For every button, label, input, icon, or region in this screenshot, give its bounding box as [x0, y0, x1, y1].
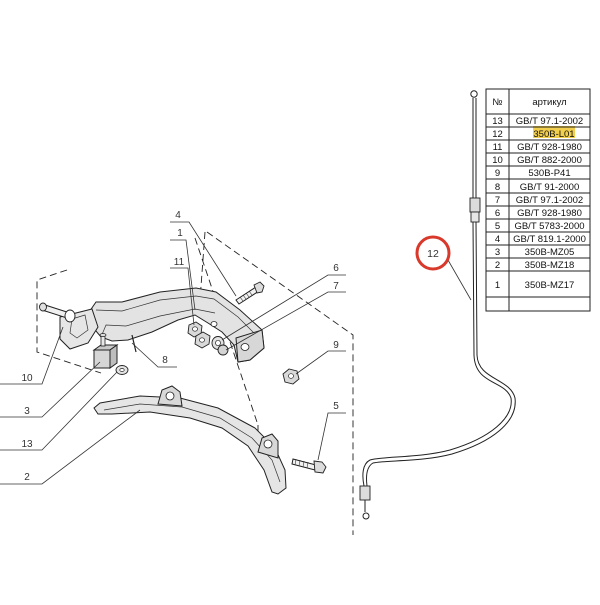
callout-11: 11 — [174, 257, 185, 268]
row-number: 11 — [493, 142, 503, 153]
leader-10 — [0, 326, 64, 385]
callout-10: 10 — [21, 373, 33, 384]
part-arc-shoe — [93, 385, 287, 495]
part-pin — [39, 302, 76, 323]
callout-2: 2 — [24, 472, 30, 483]
part-washers-right — [211, 336, 229, 356]
row-number: 2 — [495, 260, 500, 271]
row-article: GB/T 928-1980 — [517, 142, 582, 153]
leader-12 — [447, 259, 472, 301]
part-main-bracket — [59, 287, 265, 363]
callout-3: 3 — [24, 406, 30, 417]
part-bolt-lower — [291, 458, 327, 474]
row-number: 9 — [495, 168, 500, 179]
row-article: GB/T 97.1-2002 — [516, 195, 583, 206]
header-number: № — [492, 97, 502, 108]
row-number: 5 — [495, 221, 500, 232]
part-spring-pin — [131, 334, 137, 353]
row-number: 3 — [495, 247, 500, 258]
part-nut-9 — [282, 368, 300, 385]
row-number: 8 — [495, 182, 500, 193]
row-number: 4 — [495, 234, 500, 245]
row-article: GB/T 91-2000 — [520, 182, 580, 193]
row-article: GB/T 928-1980 — [517, 208, 582, 219]
leader-1 — [170, 239, 196, 311]
part-latch-block — [92, 333, 119, 369]
part-washer-left — [115, 365, 129, 375]
assembly-lines — [36, 231, 354, 535]
row-number: 1 — [495, 280, 500, 291]
row-article: GB/T 97.1-2002 — [516, 116, 583, 127]
row-article: 350B-MZ18 — [525, 260, 575, 271]
callout-7: 7 — [333, 281, 339, 292]
row-article: 530B-P41 — [528, 168, 570, 179]
row-article: GB/T 882-2000 — [517, 155, 582, 166]
leader-6 — [221, 274, 346, 341]
callout-labels: 4 1 11 6 7 8 9 5 10 3 13 2 — [21, 210, 339, 483]
part-bolt-top — [235, 281, 265, 305]
leader-9 — [295, 350, 346, 375]
leader-lines — [0, 221, 472, 485]
header-article: артикул — [532, 97, 566, 108]
callout-5: 5 — [333, 401, 339, 412]
parts-table: № артикул 13 GB/T 97.1-2002 12 350B-L01 … — [485, 88, 591, 312]
callout-1: 1 — [177, 228, 183, 239]
row-article: 350B-MZ05 — [525, 247, 575, 258]
row-number: 7 — [495, 195, 500, 206]
leader-2 — [0, 409, 141, 485]
row-article: GB/T 819.1-2000 — [513, 234, 586, 245]
leader-8 — [131, 342, 177, 368]
row-number: 6 — [495, 208, 500, 219]
leader-11 — [170, 267, 195, 326]
part-cable — [359, 90, 516, 520]
row-number: 12 — [492, 129, 503, 140]
row-highlight — [533, 126, 575, 138]
leader-3 — [0, 361, 101, 418]
row-article: GB/T 5783-2000 — [514, 221, 584, 232]
highlight-circle-12: 12 — [415, 235, 451, 271]
row-article-highlighted: 350B-L01 — [533, 129, 574, 140]
callout-12: 12 — [427, 248, 439, 260]
part-nuts — [187, 321, 211, 349]
leader-5 — [317, 412, 346, 461]
callout-13: 13 — [21, 439, 33, 450]
callout-8: 8 — [162, 355, 168, 366]
row-number: 10 — [492, 155, 503, 166]
leader-7 — [225, 291, 346, 351]
leader-4 — [170, 221, 237, 297]
row-number: 13 — [492, 116, 503, 127]
callout-9: 9 — [333, 340, 339, 351]
callout-4: 4 — [175, 210, 181, 221]
callout-6: 6 — [333, 263, 339, 274]
row-article: 350B-MZ17 — [525, 280, 575, 291]
leader-13 — [0, 371, 118, 451]
